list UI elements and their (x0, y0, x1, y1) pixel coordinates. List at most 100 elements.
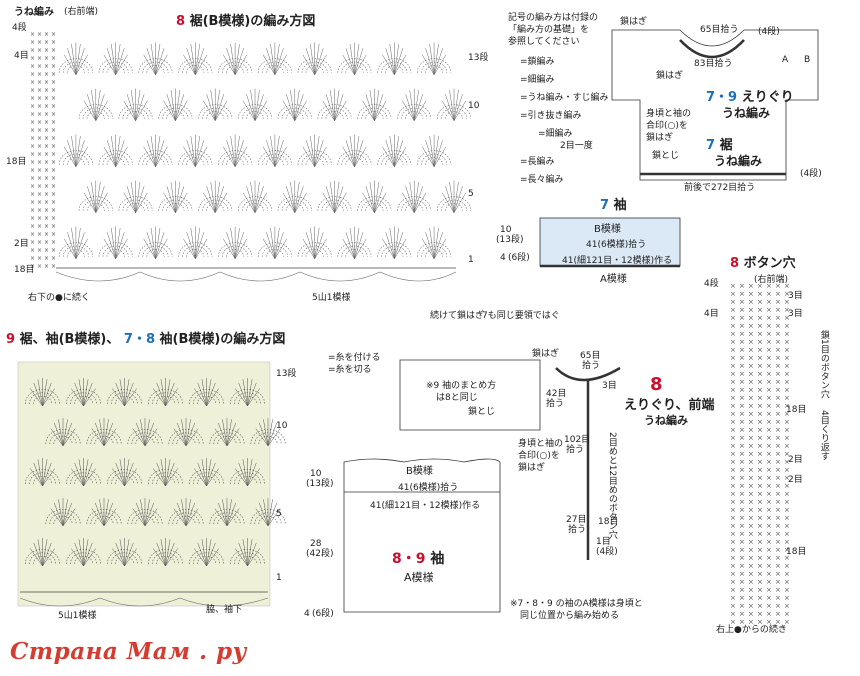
fan-ray (115, 48, 125, 75)
fan-ray (186, 48, 196, 75)
fan-ray (413, 182, 419, 213)
fan-ray (42, 542, 52, 567)
stitch-x: × (51, 215, 56, 222)
fan-ray (389, 136, 395, 167)
fan-ray (115, 44, 121, 75)
fan-ray (165, 539, 171, 567)
chart9-scallop (19, 597, 269, 607)
fan-ray (334, 100, 347, 121)
fan-ray (119, 379, 125, 407)
stitch-x: × (51, 255, 56, 262)
fan-ray (267, 499, 273, 527)
legend-intro: 記号の編み方は付録の (508, 13, 599, 23)
back-collar (555, 366, 621, 382)
fan-ray (254, 192, 268, 213)
d79-label: 65目拾う (700, 25, 739, 35)
fan-ray (203, 100, 216, 121)
stitch-x: × (730, 450, 736, 458)
stitch-x: × (784, 290, 790, 298)
buttonhole-label: 18目 (786, 547, 807, 557)
stitch-x: × (766, 330, 772, 338)
fan-ray (175, 192, 188, 213)
fan-ray (71, 548, 84, 567)
stitch-x: × (748, 466, 754, 474)
stitch-x: × (775, 530, 781, 538)
fan-ray (294, 90, 300, 121)
stitch-x: × (784, 450, 790, 458)
stitch-x: × (766, 498, 772, 506)
fan-ray (165, 462, 175, 487)
fan-ray (75, 44, 81, 75)
fan-ray (75, 48, 85, 75)
stitch-x: × (739, 586, 745, 594)
fan-ray (247, 539, 253, 567)
fan-ray (262, 146, 276, 167)
fan-ray (112, 548, 125, 567)
fan-ray (195, 48, 205, 75)
fan-ray (87, 186, 97, 213)
stitch-x: × (730, 330, 736, 338)
stitch-x: × (766, 290, 772, 298)
stitch-x: × (739, 498, 745, 506)
fan-ray (37, 459, 43, 487)
fan-ray (453, 94, 463, 121)
stitch-x: × (784, 354, 790, 362)
fan-ray (155, 140, 165, 167)
fan-ray (94, 422, 105, 447)
stitch-x: × (748, 506, 754, 514)
fan-ray (354, 140, 364, 167)
fan-ray (83, 100, 97, 121)
fan-ray (405, 94, 415, 121)
back-label: ※9 袖のまとめ方 (426, 381, 497, 391)
buttonhole-label: 4目 (704, 309, 719, 319)
stitch-x: × (51, 263, 56, 270)
fan-ray (95, 94, 105, 121)
stitch-x: × (37, 127, 42, 134)
fan-ray (445, 186, 455, 213)
stitch-x: × (44, 143, 49, 150)
stitch-x: × (730, 570, 736, 578)
stitch-x: × (730, 466, 736, 474)
fan-ray (433, 54, 447, 75)
fan-ray (226, 140, 236, 167)
stitch-x: × (757, 498, 763, 506)
fan-ray (170, 90, 176, 121)
fan-ray (71, 44, 77, 75)
stitch-x: × (784, 474, 790, 482)
stitch-x: × (44, 79, 49, 86)
stitch-x: × (766, 570, 772, 578)
stitch-x: × (739, 570, 745, 578)
fan-ray (83, 192, 97, 213)
fan-ray (132, 508, 146, 527)
fan-ray (230, 228, 236, 259)
stitch-x: × (44, 167, 49, 174)
stitch-x: × (748, 298, 754, 306)
stitch-x: × (37, 143, 42, 150)
fan-ray (144, 508, 158, 527)
fan-ray (314, 232, 324, 259)
fan-ray (83, 388, 96, 407)
fan-ray (74, 382, 84, 407)
fan-ray (329, 182, 335, 213)
fan-ray (294, 186, 304, 213)
fan-ray (263, 499, 269, 527)
fan-ray (445, 94, 455, 121)
stitch-x: × (44, 71, 49, 78)
stitch-x: × (748, 418, 754, 426)
fan-ray (217, 422, 228, 447)
fan-ray (206, 382, 216, 407)
fan-ray (37, 539, 43, 567)
legend-intro: 「編み方の基礎」を (508, 25, 590, 35)
stitch-x: × (51, 31, 56, 38)
stitch-x: × (30, 79, 35, 86)
stitch-x: × (784, 410, 790, 418)
stitch-x: × (739, 322, 745, 330)
fan-ray (453, 90, 459, 121)
stitch-x: × (51, 63, 56, 70)
fan-ray (210, 90, 216, 121)
fan-ray (185, 499, 191, 527)
fan-ray (160, 459, 166, 487)
stitch-x: × (784, 538, 790, 546)
fan-ray (62, 499, 68, 527)
stitch-x: × (775, 618, 781, 626)
